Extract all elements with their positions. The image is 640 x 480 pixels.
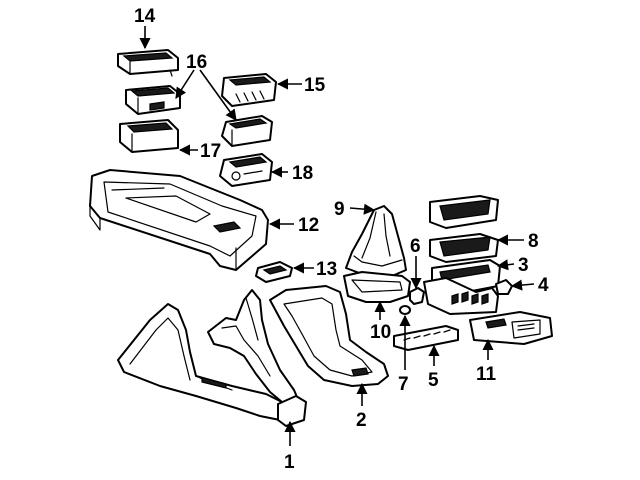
part-15-vented-bin <box>221 73 277 107</box>
callout-15: 15 <box>304 75 326 96</box>
callout-3: 3 <box>518 255 529 276</box>
callout-14: 14 <box>134 6 156 27</box>
callout-8: 8 <box>528 231 539 252</box>
leader-16a <box>175 69 195 99</box>
leader-4 <box>510 279 535 291</box>
part-17-bin <box>119 119 179 153</box>
part-16-bin-upper <box>125 85 181 115</box>
part-13-clip <box>255 261 293 283</box>
leader-lines <box>139 26 535 446</box>
part-8-frame <box>429 195 499 263</box>
callout-7: 7 <box>398 374 409 395</box>
part-4-clip <box>495 279 513 295</box>
leader-3 <box>496 259 515 271</box>
callout-2: 2 <box>356 410 367 431</box>
part-1-console-side-panels <box>117 289 307 427</box>
part-9-shift-boot <box>345 205 407 277</box>
part-12-console-base <box>89 169 269 271</box>
callout-11: 11 <box>476 364 497 385</box>
part-7-bulb <box>399 305 411 315</box>
callout-18: 18 <box>292 163 313 184</box>
part-6-bulb-socket <box>409 287 425 305</box>
callout-16: 16 <box>186 52 207 73</box>
part-2-console-trim-plate <box>269 285 389 387</box>
part-3-storage-unit <box>423 259 501 315</box>
part-14-tray <box>117 49 179 77</box>
callout-9: 9 <box>334 199 345 220</box>
callout-13: 13 <box>316 259 337 280</box>
callout-4: 4 <box>538 275 549 296</box>
callout-5: 5 <box>428 370 439 391</box>
leader-16b <box>199 69 237 121</box>
leader-9 <box>349 203 376 215</box>
part-10-boot-bezel <box>343 271 411 303</box>
callout-labels: 14 16 15 17 18 12 13 9 10 6 7 5 11 8 3 4… <box>134 6 549 473</box>
callout-12: 12 <box>298 215 319 236</box>
part-16-bin-lower <box>221 115 273 147</box>
callout-1: 1 <box>284 452 295 473</box>
part-18-ashtray <box>219 153 273 187</box>
callout-10: 10 <box>370 322 391 343</box>
callout-17: 17 <box>200 141 221 162</box>
callout-6: 6 <box>410 236 421 257</box>
part-5-switch-panel <box>393 325 459 351</box>
part-11-indicator-plate <box>469 311 553 345</box>
